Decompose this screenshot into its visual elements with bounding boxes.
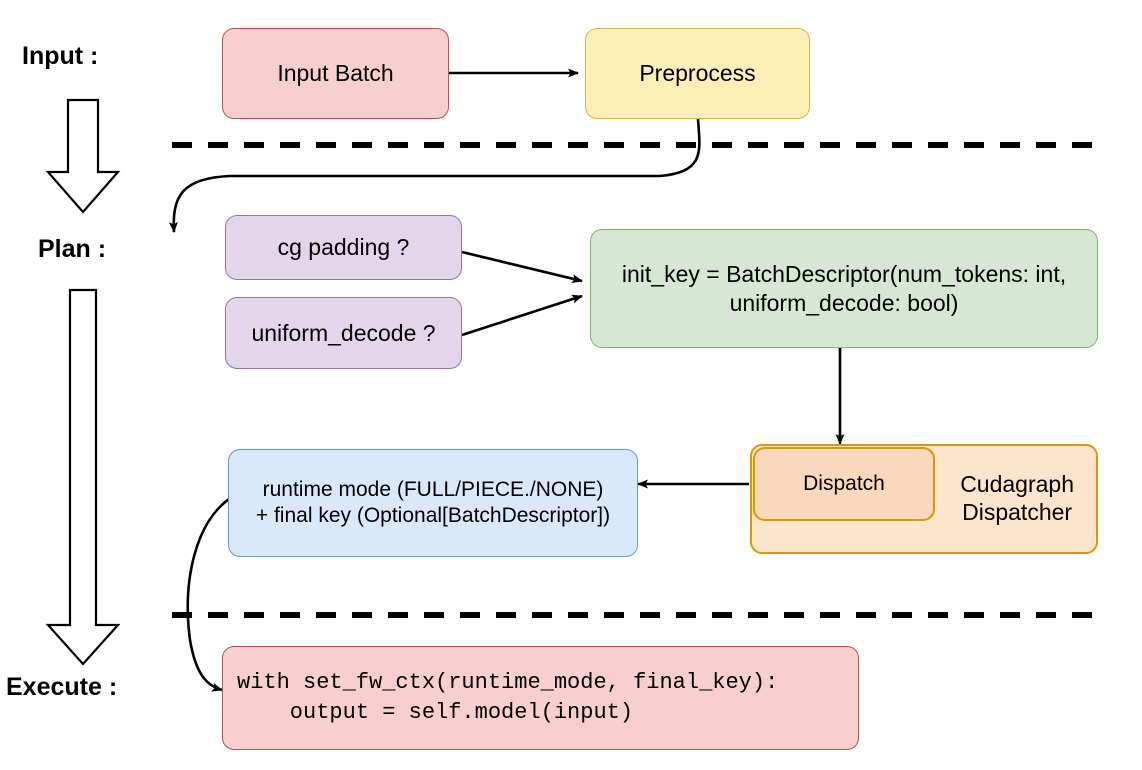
lane-label-execute: Execute : [6, 673, 118, 701]
stage-arrow-plan-to-execute [45, 288, 121, 666]
node-preprocess[interactable]: Preprocess [585, 28, 810, 119]
node-exec-code-line2: output = self.model(input) [237, 700, 634, 725]
node-runtime-mode[interactable]: runtime mode (FULL/PIECE./NONE) + final … [228, 449, 638, 557]
node-init-key-line1: init_key = BatchDescriptor(num_tokens: i… [621, 261, 1067, 288]
node-input-batch[interactable]: Input Batch [222, 28, 449, 119]
node-uniform-decode[interactable]: uniform_decode ? [225, 297, 462, 369]
lane-label-input: Input : [22, 42, 99, 70]
edge-cg-padding-to-init-key [461, 250, 583, 284]
node-input-batch-label: Input Batch [277, 60, 394, 87]
edge-preprocess-to-cg-padding [168, 118, 701, 233]
edge-runtime-mode-to-exec-code [186, 495, 233, 692]
node-cg-padding[interactable]: cg padding ? [225, 215, 462, 280]
node-init-key[interactable]: init_key = BatchDescriptor(num_tokens: i… [590, 229, 1098, 348]
node-cudagraph-dispatcher-label: Cudagraph Dispatcher [960, 471, 1074, 525]
node-uniform-decode-label: uniform_decode ? [251, 319, 436, 346]
node-init-key-line2: uniform_decode: bool) [729, 289, 959, 316]
node-exec-code-line1: with set_fw_ctx(runtime_mode, final_key)… [237, 670, 779, 696]
node-dispatch[interactable]: Dispatch [753, 447, 935, 521]
lane-label-plan: Plan : [38, 235, 107, 263]
edge-uniform-decode-to-init-key [461, 294, 583, 337]
node-runtime-mode-line1: runtime mode (FULL/PIECE./NONE) [262, 478, 604, 502]
node-dispatch-label: Dispatch [803, 472, 885, 496]
node-runtime-mode-line2: + final key (Optional[BatchDescriptor]) [255, 504, 611, 527]
node-preprocess-label: Preprocess [639, 60, 756, 87]
stage-arrow-input-to-plan [45, 98, 121, 214]
node-cg-padding-label: cg padding ? [277, 234, 410, 261]
node-exec-code[interactable]: with set_fw_ctx(runtime_mode, final_key)… [222, 646, 859, 750]
